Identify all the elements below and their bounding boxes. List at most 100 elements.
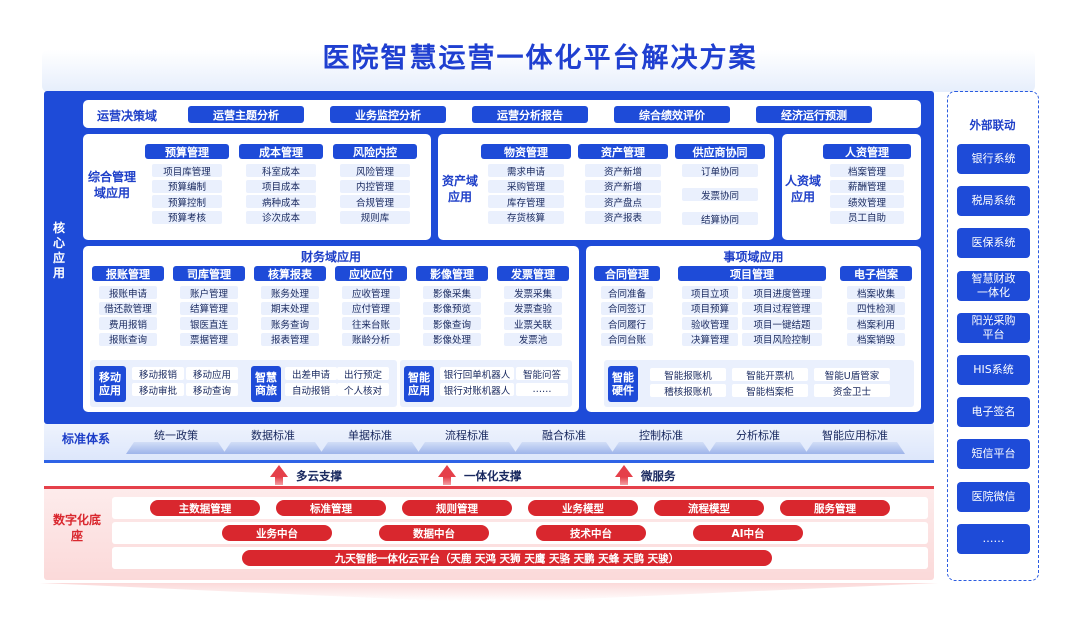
matter-project-item: 项目过程管理 <box>742 301 822 315</box>
decision-item: 运营分析报告 <box>472 106 588 123</box>
finance-col-title: 司库管理 <box>173 266 245 281</box>
decision-item: 运营主题分析 <box>188 106 304 123</box>
external-system: HIS系统 <box>957 355 1030 385</box>
external-label: 外部联动 <box>969 118 1016 132</box>
asset-col-item: 发票协同 <box>682 188 758 202</box>
general-col-item: 项目库管理 <box>152 164 222 178</box>
matter-archive-item: 档案销毁 <box>847 332 905 346</box>
general-col-item: 规则库 <box>340 210 410 224</box>
hardware-item: 资金卫士 <box>814 384 890 398</box>
page-title: 医院智慧运营一体化平台解决方案 <box>322 43 758 74</box>
asset-col-item: 资产报表 <box>585 210 661 224</box>
hardware-box <box>604 360 914 407</box>
standards-label: 标准体系 <box>62 432 111 446</box>
hr-col-item: 绩效管理 <box>830 195 904 209</box>
base-row1-item: 业务模型 <box>528 500 638 516</box>
finance-col-item: 影像采集 <box>423 286 481 300</box>
standard-platform <box>126 442 226 454</box>
general-col-item: 风险管理 <box>340 164 410 178</box>
finance-col-item: 业票关联 <box>504 317 562 331</box>
matter-archive-item: 四性检测 <box>847 301 905 315</box>
general-col-item: 预算考核 <box>152 210 222 224</box>
travel-item: 自动报销 <box>285 383 337 397</box>
finance-col-title: 影像管理 <box>416 266 488 281</box>
travel-item: 出差申请 <box>285 367 337 381</box>
finance-col-item: 账务处理 <box>261 286 319 300</box>
hardware-item: 智能开票机 <box>732 368 808 382</box>
external-system: …… <box>957 523 1030 554</box>
matter-project-item: 项目一键结题 <box>742 317 822 331</box>
general-col-item: 诊次成本 <box>246 210 316 224</box>
finance-col-item: 账龄分析 <box>342 332 400 346</box>
ai-app-label: 智能应用 <box>404 366 434 402</box>
finance-col-title: 报账管理 <box>92 266 164 281</box>
base-row1-item: 规则管理 <box>402 500 512 516</box>
asset-col-item: 资产盘点 <box>585 195 661 209</box>
ai-app-item: 智能问答 <box>516 367 568 381</box>
mobile-item: 移动应用 <box>186 367 238 381</box>
asset-col-item: 需求申请 <box>488 164 564 178</box>
finance-col-item: 票据管理 <box>180 332 238 346</box>
finance-col-item: 结算管理 <box>180 301 238 315</box>
external-system: 电子签名 <box>957 397 1030 428</box>
hardware-item: 智能档案柜 <box>732 384 808 398</box>
finance-col-item: 影像查询 <box>423 317 481 331</box>
standard-platform <box>514 442 614 454</box>
matter-project-item: 项目进度管理 <box>742 286 822 300</box>
asset-col-item: 存货核算 <box>488 210 564 224</box>
finance-col-item: 发票池 <box>504 332 562 346</box>
matter-project-item: 验收管理 <box>682 317 738 331</box>
core-label: 核心应用 <box>52 221 65 280</box>
finance-title: 财务域应用 <box>300 250 361 264</box>
standard-item: 流程标准 <box>445 429 489 442</box>
decision-item: 经济运行预测 <box>756 106 872 123</box>
general-col-item: 病种成本 <box>246 195 316 209</box>
cloud-platform: 九天智能一体化云平台（天鹿 天鸿 天狮 天鹰 天骆 天鹏 天蜂 天鹍 天骏） <box>242 550 772 566</box>
support-label: 微服务 <box>641 469 676 483</box>
external-system: 智慧财政 一体化 <box>957 270 1030 301</box>
standard-item: 智能应用标准 <box>822 429 888 442</box>
asset-label: 资产域应用 <box>441 174 478 204</box>
general-col-title: 成本管理 <box>239 144 323 159</box>
up-arrow-stem <box>443 477 451 485</box>
base-label: 数字化底座 <box>52 513 101 543</box>
finance-col-item: 账务查询 <box>261 317 319 331</box>
standard-platform <box>417 442 517 454</box>
finance-col-item: 报账查询 <box>99 332 157 346</box>
asset-col-item: 资产新增 <box>585 164 661 178</box>
support-label: 多云支撑 <box>296 469 342 483</box>
standard-item: 单据标准 <box>348 429 392 442</box>
base-row2-item: 技术中台 <box>536 525 646 541</box>
matter-archive-item: 档案收集 <box>847 286 905 300</box>
finance-col-title: 发票管理 <box>497 266 569 281</box>
hr-col-item: 档案管理 <box>830 164 904 178</box>
matter-contract-item: 合同准备 <box>601 286 653 300</box>
standard-item: 融合标准 <box>542 429 586 442</box>
finance-col-title: 应收应付 <box>335 266 407 281</box>
hr-col-title: 人资管理 <box>823 144 911 159</box>
support-label: 一体化支撑 <box>464 469 522 483</box>
up-arrow-icon <box>438 465 456 477</box>
standard-platform <box>320 442 420 454</box>
mobile-label: 移动应用 <box>94 366 126 402</box>
matter-archive-item: 档案利用 <box>847 317 905 331</box>
general-col-item: 科室成本 <box>246 164 316 178</box>
standard-platform <box>805 442 905 454</box>
matter-title: 事项域应用 <box>723 250 784 264</box>
matter-contract-item: 合同签订 <box>601 301 653 315</box>
external-system: 短信平台 <box>957 439 1030 470</box>
hardware-item: 智能报账机 <box>650 368 726 382</box>
ai-app-item: …… <box>516 383 568 396</box>
asset-col-title: 供应商协同 <box>675 144 765 159</box>
finance-col-item: 账户管理 <box>180 286 238 300</box>
base-topline <box>44 486 934 489</box>
hardware-label: 智能硬件 <box>608 366 638 402</box>
hardware-item: 稽核报账机 <box>650 384 726 398</box>
standard-item: 控制标准 <box>639 429 683 442</box>
hr-col-item: 薪酬管理 <box>830 179 904 193</box>
matter-contract-title: 合同管理 <box>594 266 660 281</box>
up-arrow-icon <box>270 465 288 477</box>
matter-project-item: 项目风险控制 <box>742 332 822 346</box>
general-col-item: 内控管理 <box>340 179 410 193</box>
matter-project-item: 项目立项 <box>682 286 738 300</box>
